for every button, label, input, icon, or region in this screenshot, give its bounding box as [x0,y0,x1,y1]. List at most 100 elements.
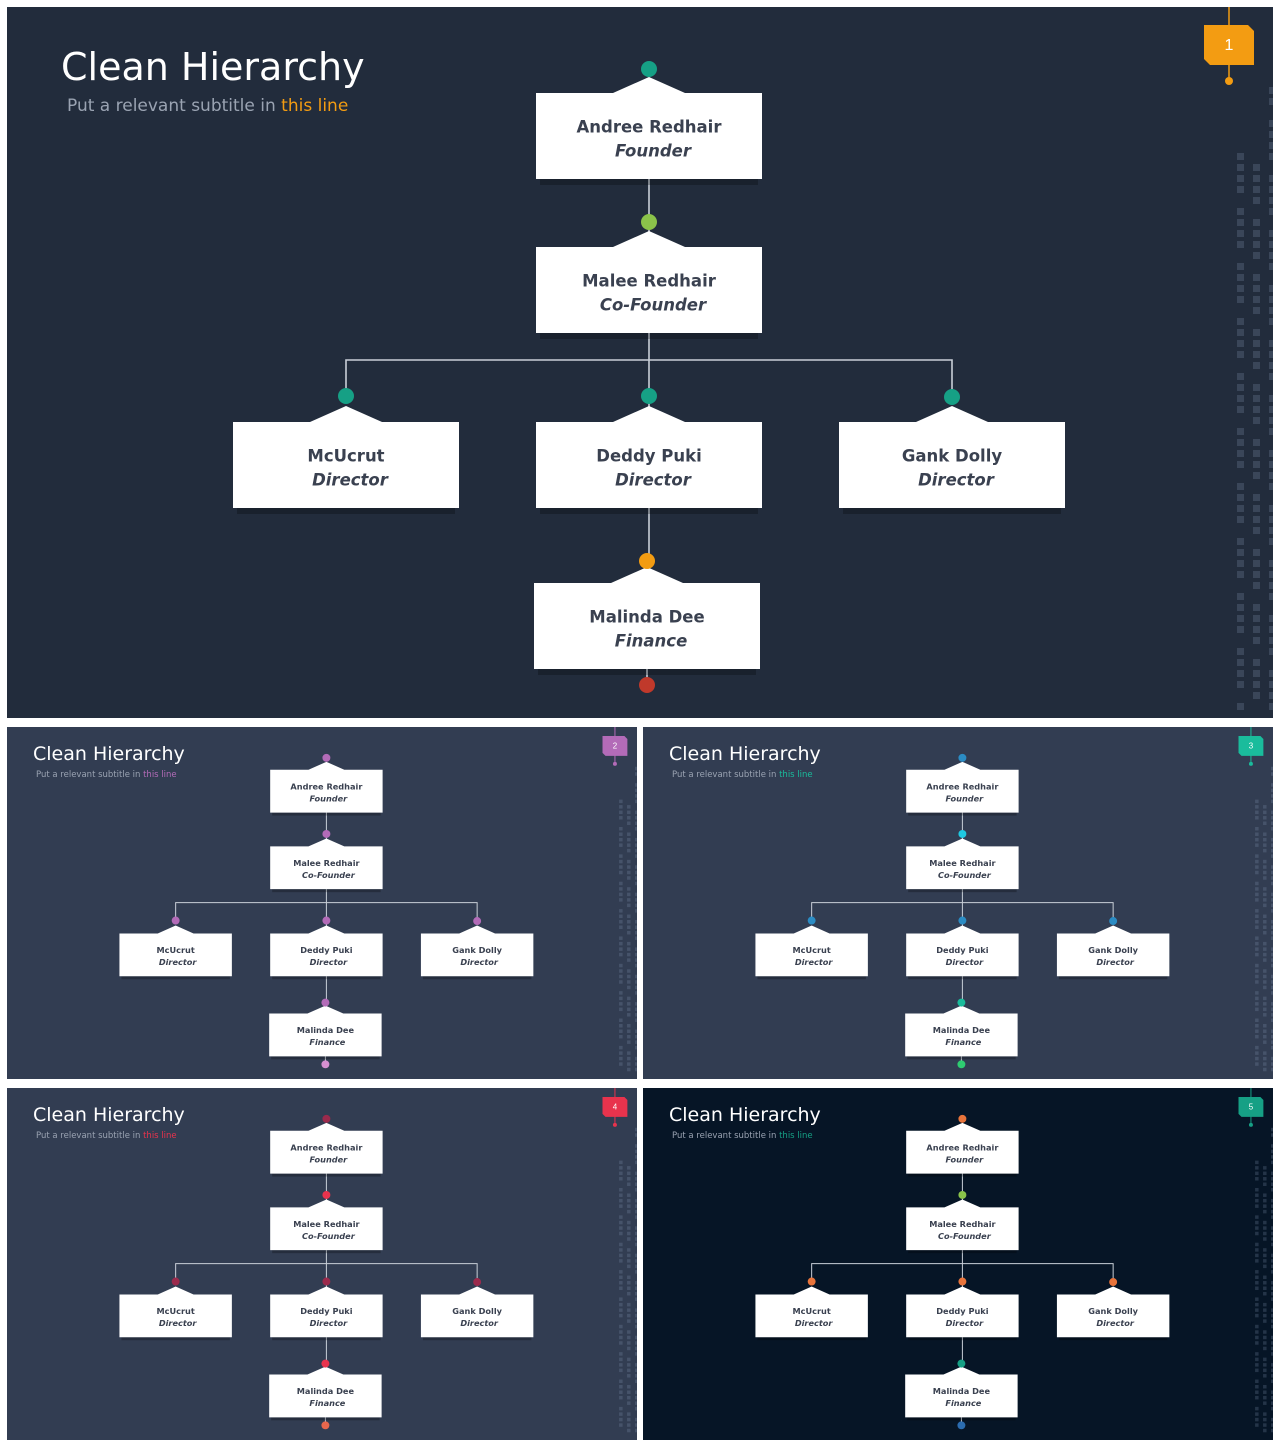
node-name: Deddy Puki [936,945,989,955]
subtitle-text: Put a relevant subtitle in [36,1131,144,1141]
page-number: 5 [1249,1102,1254,1111]
node-role: Finance [309,1037,345,1047]
node-role: Director [310,957,349,967]
page-number-tag: 5 [1238,1088,1264,1127]
node-role: Co-Founder [302,870,356,880]
node-role: Finance [309,1398,345,1408]
node-role: Finance [945,1398,981,1408]
node-role: Director [795,957,834,967]
node-name: Malinda Dee [297,1025,355,1035]
node-name: McUcrut [793,1306,831,1316]
subtitle-text: Put a relevant subtitle in [672,770,780,780]
page-number-tag: 2 [602,727,628,766]
node-dot [322,1190,331,1199]
page-number: 4 [613,1102,618,1111]
node-role: Finance [945,1037,981,1047]
node-dot [641,214,657,230]
node-name: Malee Redhair [293,858,360,868]
end-dot [321,1421,330,1430]
node-name: Malinda Dee [933,1025,991,1035]
node-dot [957,998,966,1007]
node-dot [641,61,657,77]
node-name: McUcrut [157,1306,195,1316]
node-name: Malinda Dee [297,1386,355,1396]
node-dot [641,388,657,404]
slide-subtitle: Put a relevant subtitle in this line [672,1131,813,1141]
node-role: Director [946,957,985,967]
node-role: Director [460,1318,499,1328]
node-role: Co-Founder [938,1231,992,1241]
node-role: Founder [946,793,985,803]
dot-pattern [619,1127,637,1433]
subtitle-highlight: this line [281,96,349,116]
node-dot [807,1277,816,1286]
dot-pattern [1255,766,1273,1072]
slide-title: Clean Hierarchy [33,743,185,765]
slide-subtitle: Put a relevant subtitle in this line [67,96,348,116]
dot-pattern [619,766,637,1072]
slide-subtitle: Put a relevant subtitle in this line [672,770,813,780]
slide-title: Clean Hierarchy [669,743,821,765]
node-name: Andree Redhair [926,1142,999,1152]
node-name: Deddy Puki [300,1306,353,1316]
page-number: 1 [1225,37,1234,54]
node-role: Co-Founder [302,1231,356,1241]
node-name: McUcrut [793,945,831,955]
subtitle-highlight: this line [779,1131,813,1141]
page-number: 3 [1249,741,1254,750]
node-role: Director [795,1318,834,1328]
end-dot [957,1421,966,1430]
node-dot [957,1359,966,1368]
node-role: Co-Founder [938,870,992,880]
node-name: Malinda Dee [589,608,704,627]
node-dot [944,389,960,405]
node-dot [322,916,331,925]
node-role: Co-Founder [600,296,707,315]
node-name: Andree Redhair [577,118,723,137]
node-dot [958,916,967,925]
slide-title: Clean Hierarchy [669,1104,821,1126]
node-dot [171,1277,180,1286]
node-dot [958,753,967,762]
node-dot [473,917,482,926]
node-role: Director [312,471,389,490]
node-role: Founder [946,1154,985,1164]
